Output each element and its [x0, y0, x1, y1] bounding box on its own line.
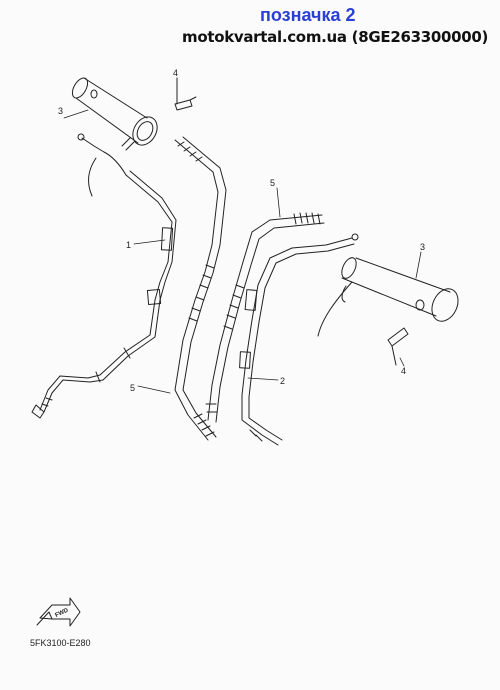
callout-1: 1 — [126, 240, 131, 250]
fwd-arrow-icon — [36, 597, 81, 627]
cable-5-right — [205, 212, 325, 423]
callout-5-left: 5 — [130, 383, 135, 393]
callout-3-left: 3 — [58, 106, 63, 116]
callouts: 3 4 1 5 5 2 3 4 FWD — [54, 68, 425, 619]
screw-left — [174, 77, 197, 111]
screw-right — [387, 327, 409, 366]
callout-4-left: 4 — [173, 68, 178, 78]
cable-1 — [31, 133, 177, 419]
left-grip — [71, 77, 158, 151]
callout-5-right: 5 — [270, 178, 275, 188]
callout-3-right: 3 — [420, 242, 425, 252]
page-title: позначка 2 — [260, 5, 356, 25]
page-subtitle: motokvartal.com.ua (8GE263300000) — [182, 28, 489, 46]
fwd-label: FWD — [54, 607, 70, 618]
leader-lines — [63, 77, 422, 394]
cable-2 — [239, 233, 359, 446]
drawing-code: 5FK3100-E280 — [30, 638, 91, 648]
callout-2: 2 — [280, 376, 285, 386]
cable-5-left — [174, 136, 227, 441]
right-grip — [317, 257, 459, 337]
callout-4-right: 4 — [401, 366, 406, 376]
